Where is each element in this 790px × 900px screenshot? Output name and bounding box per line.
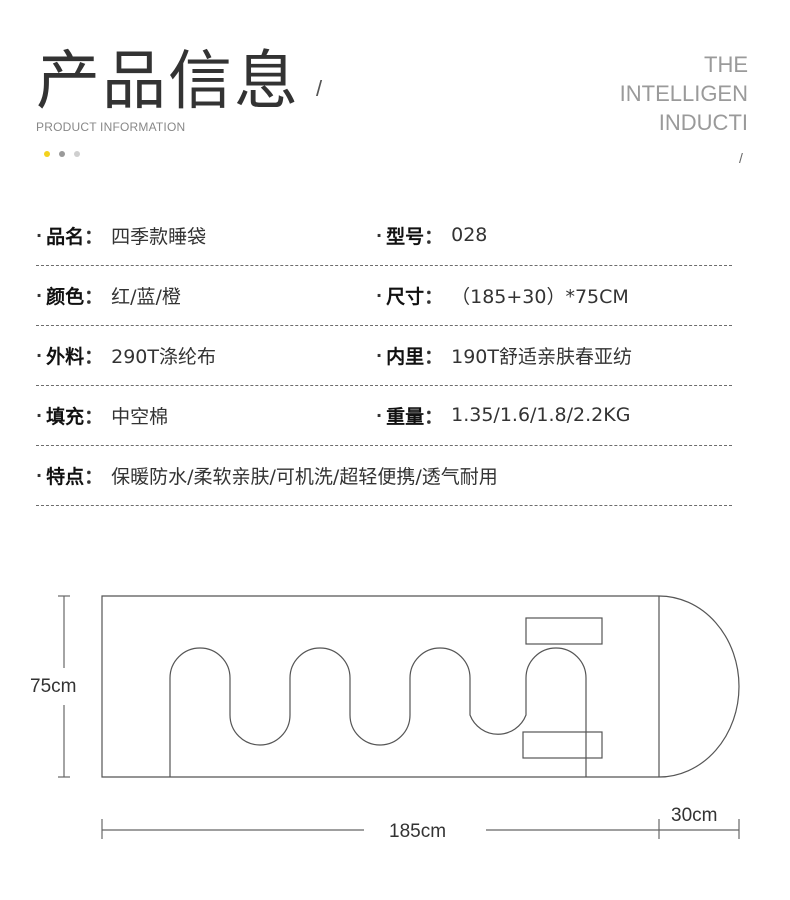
spec-row: ·填充：中空棉 ·重量：1.35/1.6/1.8/2.2KG: [36, 386, 732, 446]
right-line: INTELLIGEN: [619, 81, 748, 106]
dot-active: [44, 151, 50, 157]
spec-label: 型号: [386, 225, 425, 248]
spec-item-features: ·特点：保暖防水/柔软亲肤/可机洗/超轻便携/透气耐用: [36, 446, 498, 504]
spec-value: 保暖防水/柔软亲肤/可机洗/超轻便携/透气耐用: [111, 465, 498, 488]
height-label: 75cm: [30, 676, 76, 697]
spec-label: 内里: [386, 345, 425, 368]
pocket-top: [525, 617, 603, 645]
spec-table: ·品名：四季款睡袋 ·型号：028 ·颜色：红/蓝/橙 ·尺寸：（185+30）…: [36, 206, 732, 506]
dot: [74, 151, 80, 157]
spec-label: 品名: [46, 225, 85, 248]
spec-label: 尺寸: [386, 285, 425, 308]
spec-row: ·颜色：红/蓝/橙 ·尺寸：（185+30）*75CM: [36, 266, 732, 326]
spec-item-filling: ·填充：中空棉: [36, 386, 168, 444]
hood-length-label: 30cm: [671, 805, 717, 826]
spec-value: 1.35/1.6/1.8/2.2KG: [451, 404, 631, 426]
spec-item-model: ·型号：028: [376, 206, 487, 264]
page-title: 产品信息: [36, 45, 300, 119]
spec-label: 填充: [46, 405, 85, 428]
spec-row: ·外料：290T涤纶布 ·内里：190T舒适亲肤春亚纺: [36, 326, 732, 386]
dot-indicator: [44, 151, 80, 157]
spec-item-lining: ·内里：190T舒适亲肤春亚纺: [376, 326, 632, 384]
spec-value: 中空棉: [111, 405, 169, 428]
spec-item-weight: ·重量：1.35/1.6/1.8/2.2KG: [376, 386, 630, 444]
spec-row: ·特点：保暖防水/柔软亲肤/可机洗/超轻便携/透气耐用: [36, 446, 732, 506]
title-slash: /: [316, 76, 323, 101]
spec-item-color: ·颜色：红/蓝/橙: [36, 266, 181, 324]
spec-label: 特点: [46, 465, 85, 488]
spec-value: 红/蓝/橙: [111, 285, 181, 308]
decorative-slash: /: [739, 150, 743, 166]
bag-outline: [101, 595, 740, 778]
spec-item-size: ·尺寸：（185+30）*75CM: [376, 266, 629, 324]
spec-value: 028: [451, 224, 488, 246]
zipper-path: [169, 647, 587, 777]
decorative-english-text: THE INTELLIGEN INDUCTI: [620, 50, 748, 137]
right-line: THE: [704, 52, 748, 77]
spec-item-outer: ·外料：290T涤纶布: [36, 326, 216, 384]
spec-value: 四季款睡袋: [111, 225, 207, 248]
dot: [59, 151, 65, 157]
pocket-bottom: [522, 731, 603, 759]
spec-value: 290T涤纶布: [111, 345, 216, 368]
spec-label: 颜色: [46, 285, 85, 308]
page-subtitle: PRODUCT INFORMATION: [36, 120, 186, 134]
sleeping-bag-diagram: 75cm 185cm 30cm: [30, 595, 740, 842]
length-label: 185cm: [389, 821, 446, 842]
spec-label: 外料: [46, 345, 85, 368]
spec-label: 重量: [386, 405, 425, 428]
spec-value: 190T舒适亲肤春亚纺: [451, 345, 632, 368]
spec-value: （185+30）*75CM: [451, 285, 629, 308]
spec-item-name: ·品名：四季款睡袋: [36, 206, 206, 264]
spec-row: ·品名：四季款睡袋 ·型号：028: [36, 206, 732, 266]
right-line: INDUCTI: [658, 110, 748, 135]
